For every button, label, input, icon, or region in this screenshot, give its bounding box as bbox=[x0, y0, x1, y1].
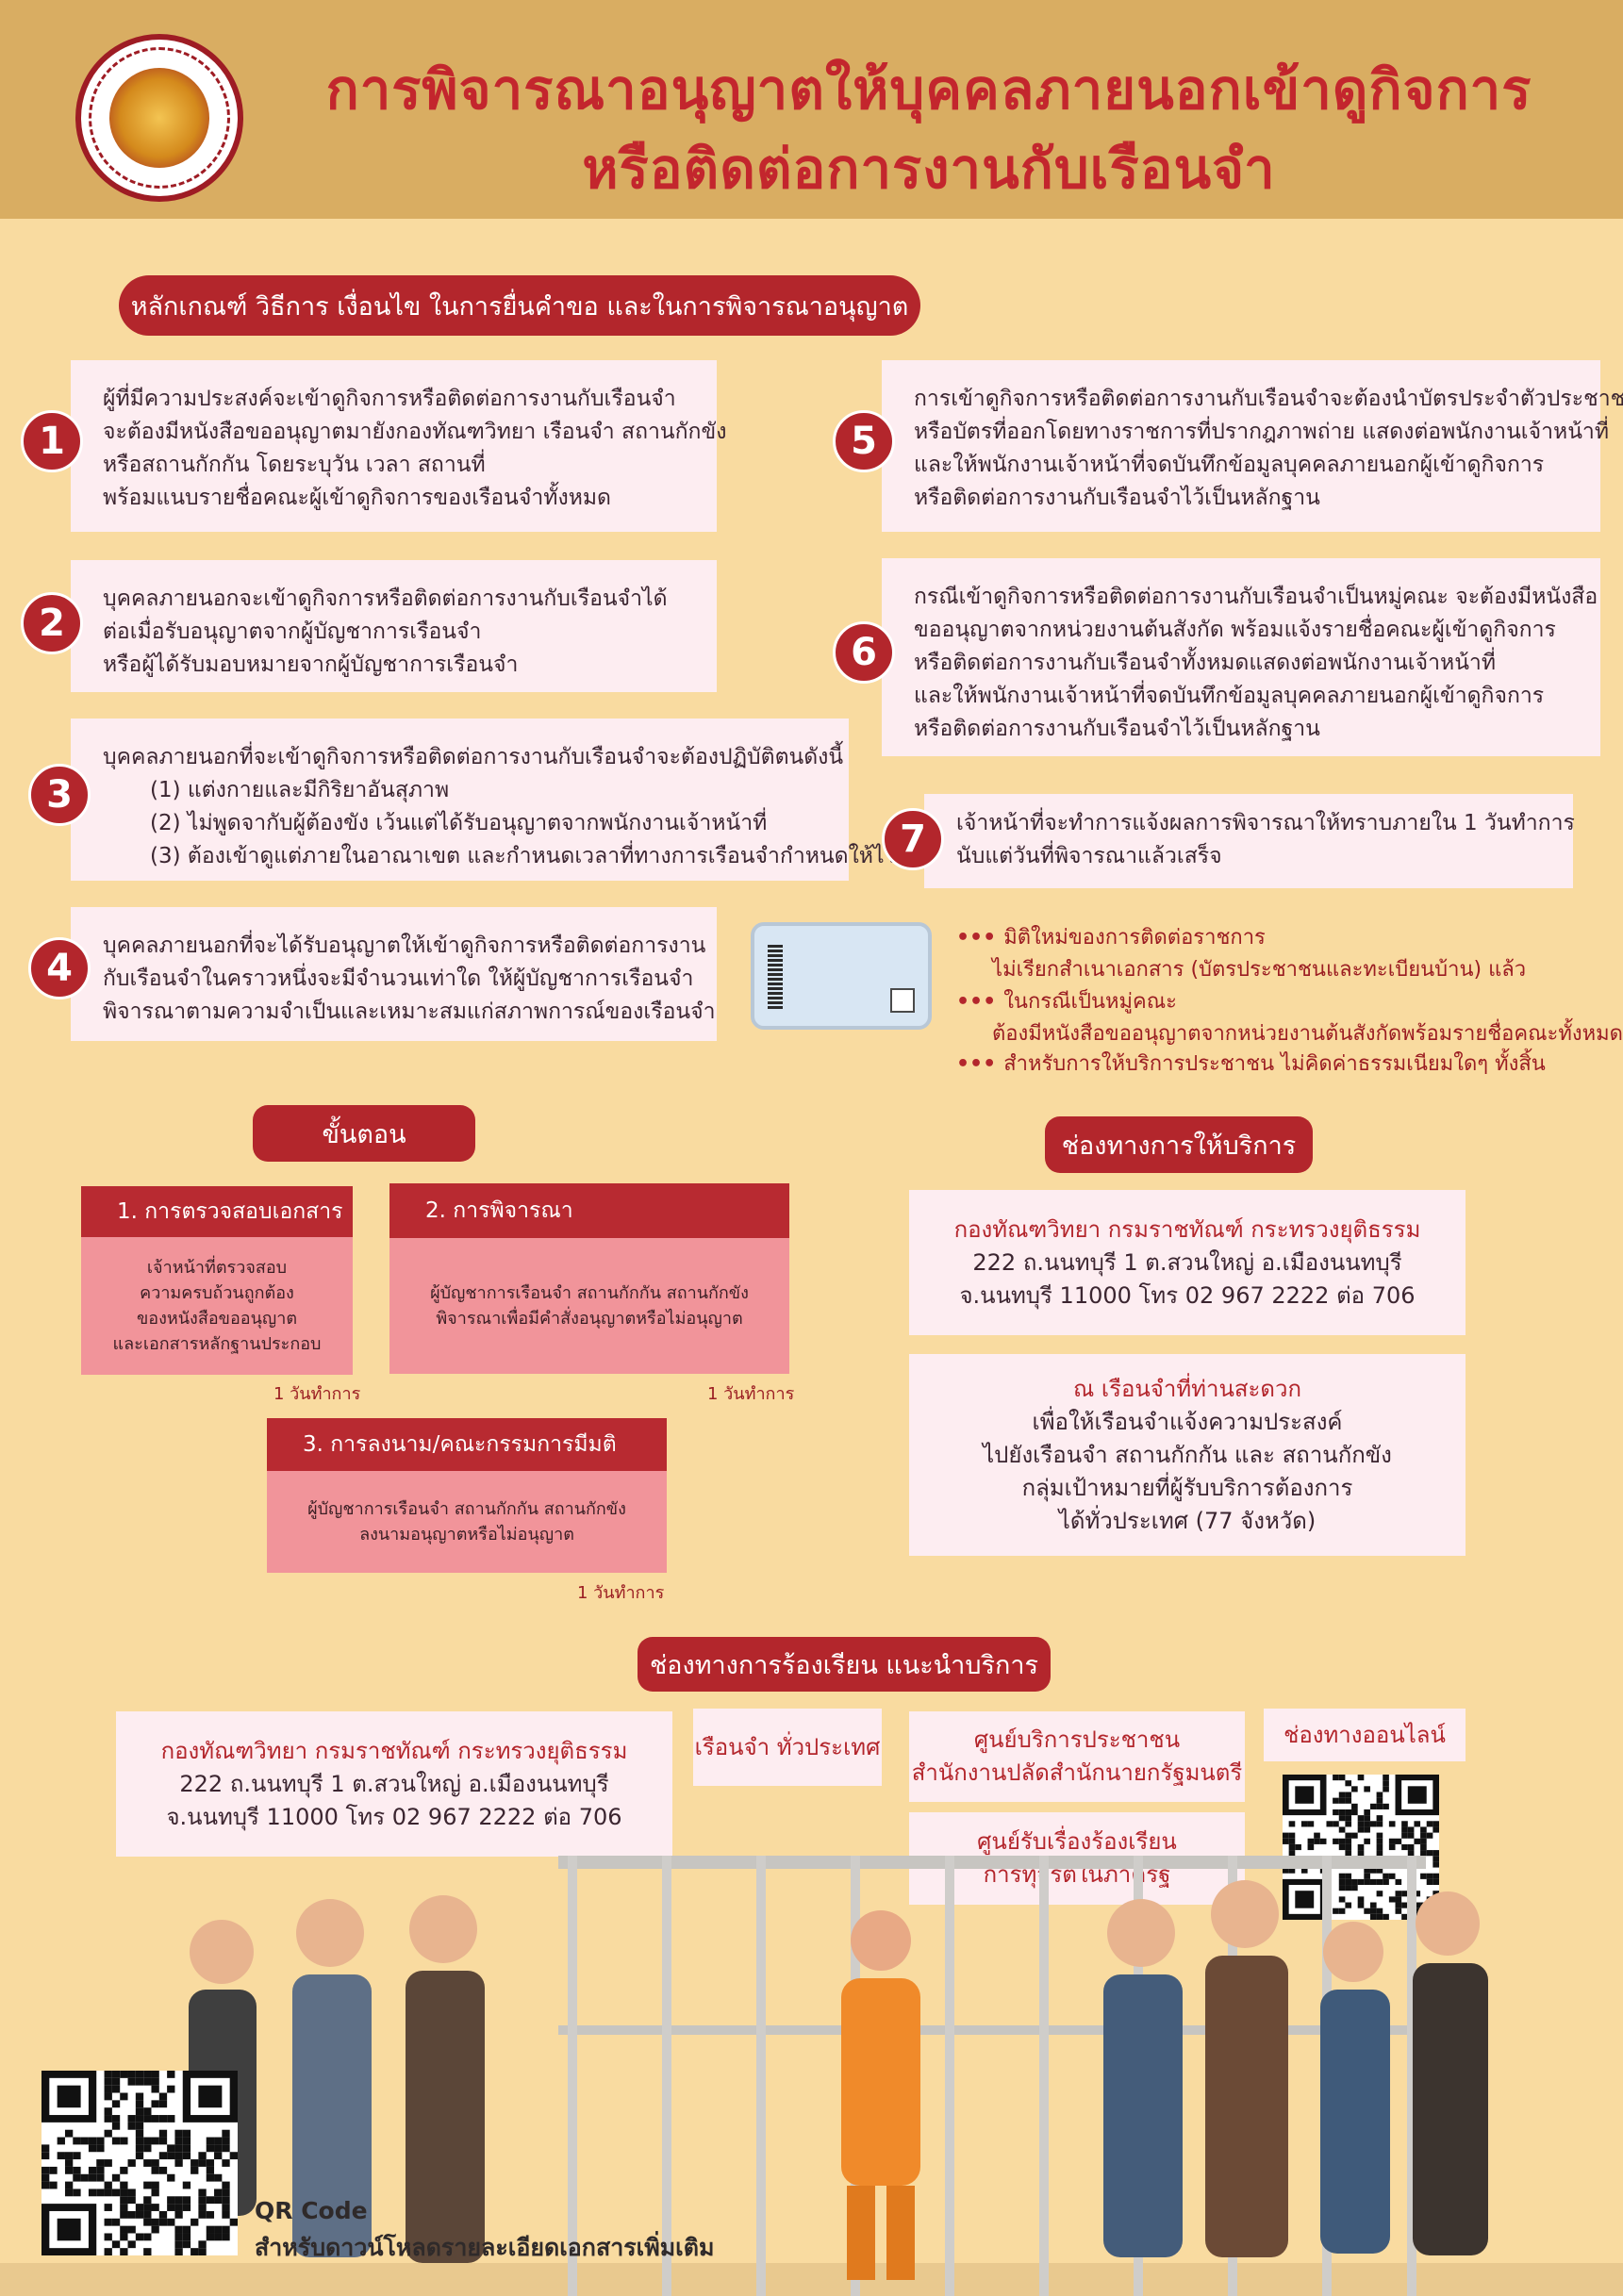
note-line-2: ไม่เรียกสำเนาเอกสาร (บัตรประชาชนและทะเบี… bbox=[992, 958, 1527, 982]
step-3-body: ผู้บัญชาการเรือนจำ สถานกักกัน สถานกักขัง… bbox=[267, 1471, 667, 1573]
note-line-5: •••สำหรับการให้บริการประชาชน ไม่คิดค่าธร… bbox=[956, 1052, 1546, 1076]
criteria-number-7: 7 bbox=[882, 808, 944, 870]
step-2-duration: 1 วันทำการ bbox=[707, 1384, 795, 1404]
criteria-item-5: การเข้าดูกิจการหรือติดต่อการงานกับเรือนจ… bbox=[882, 360, 1623, 532]
download-qr-code-icon bbox=[41, 2071, 238, 2255]
service-channels-heading: ช่องทางการให้บริการ bbox=[1045, 1116, 1313, 1173]
step-1-body: เจ้าหน้าที่ตรวจสอบ ความครบถ้วนถูกต้อง ขอ… bbox=[81, 1237, 353, 1375]
floor-shadow bbox=[0, 2263, 1623, 2296]
note-line-3: •••ในกรณีเป็นหมู่คณะ bbox=[956, 990, 1177, 1014]
step-2-title: 2. การพิจารณา bbox=[389, 1183, 789, 1238]
criteria-item-4: บุคคลภายนอกที่จะได้รับอนุญาตให้เข้าดูกิจ… bbox=[71, 907, 717, 1041]
criteria-number-3: 3 bbox=[28, 764, 91, 826]
criteria-item-7: เจ้าหน้าที่จะทำการแจ้งผลการพิจารณาให้ทรา… bbox=[924, 794, 1575, 888]
criteria-number-2: 2 bbox=[21, 592, 83, 654]
department-seal-icon bbox=[75, 34, 243, 202]
criteria-heading: หลักเกณฑ์ วิธีการ เงื่อนไข ในการยื่นคำขอ… bbox=[119, 275, 920, 336]
page-title-line1: การพิจารณาอนุญาตให้บุคคลภายนอกเข้าดูกิจก… bbox=[325, 58, 1532, 122]
qr-label: QR Code bbox=[255, 2197, 368, 2224]
criteria-item-3: บุคคลภายนอกที่จะเข้าดูกิจการหรือติดต่อกา… bbox=[71, 719, 896, 881]
step-1-title: 1. การตรวจสอบเอกสาร bbox=[81, 1186, 353, 1237]
criteria-number-5: 5 bbox=[833, 410, 895, 472]
criteria-item-2: บุคคลภายนอกจะเข้าดูกิจการหรือติดต่อการงา… bbox=[71, 560, 717, 692]
officials-left-illustration bbox=[189, 1895, 485, 2263]
steps-heading: ขั้นตอน bbox=[253, 1105, 475, 1162]
qr-caption: สำหรับดาวน์โหลดรายละเอียดเอกสารเพิ่มเติม bbox=[255, 2234, 715, 2261]
step-1-duration: 1 วันทำการ bbox=[273, 1384, 361, 1404]
service-channel-office: กองทัณฑวิทยา กรมราชทัณฑ์ กระทรวงยุติธรรม… bbox=[909, 1190, 1466, 1335]
criteria-number-4: 4 bbox=[28, 937, 91, 999]
criteria-number-6: 6 bbox=[833, 621, 895, 684]
note-line-4: ต้องมีหนังสือขออนุญาตจากหน่วยงานต้นสังกั… bbox=[992, 1022, 1623, 1046]
criteria-item-1: ผู้ที่มีความประสงค์จะเข้าดูกิจการหรือติด… bbox=[71, 360, 726, 532]
officials-right-illustration bbox=[1103, 1880, 1488, 2257]
id-card-icon bbox=[751, 922, 932, 1030]
step-3-title: 3. การลงนาม/คณะกรรมการมีมติ bbox=[267, 1418, 667, 1471]
service-channel-prison: ณ เรือนจำที่ท่านสะดวก เพื่อให้เรือนจำแจ้… bbox=[909, 1354, 1466, 1556]
complaint-channel-office: กองทัณฑวิทยา กรมราชทัณฑ์ กระทรวงยุติธรรม… bbox=[116, 1711, 672, 1857]
step-2-body: ผู้บัญชาการเรือนจำ สถานกักกัน สถานกักขัง… bbox=[389, 1238, 789, 1374]
complaint-channel-online: ช่องทางออนไลน์ bbox=[1264, 1709, 1466, 1761]
header-band: การพิจารณาอนุญาตให้บุคคลภายนอกเข้าดูกิจก… bbox=[0, 0, 1623, 219]
note-line-1: •••มิติใหม่ของการติดต่อราชการ bbox=[956, 926, 1266, 950]
step-3-duration: 1 วันทำการ bbox=[577, 1583, 665, 1603]
page-title-line2: หรือติดต่อการงานกับเรือนจำ bbox=[582, 137, 1276, 201]
complaint-channels-heading: ช่องทางการร้องเรียน แนะนำบริการ bbox=[638, 1637, 1051, 1692]
complaint-channel-center-1: ศูนย์บริการประชาชน สำนักงานปลัดสำนักนายก… bbox=[909, 1711, 1245, 1802]
complaint-channel-prisons: เรือนจำ ทั่วประเทศ bbox=[693, 1709, 882, 1786]
criteria-item-6: กรณีเข้าดูกิจการหรือติดต่อการงานกับเรือน… bbox=[882, 558, 1600, 756]
criteria-number-1: 1 bbox=[21, 410, 83, 472]
